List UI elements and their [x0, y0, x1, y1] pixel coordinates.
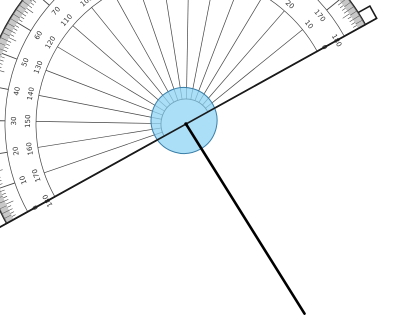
scale-label-outer: 30	[10, 116, 18, 125]
scale-label-outer: 20	[11, 146, 20, 156]
scale-label-outer: 40	[12, 86, 22, 96]
protractor: 0102030405060708090100110120130140150160…	[0, 0, 391, 255]
scale-label-inner: 150	[24, 114, 32, 128]
measured-ray	[186, 124, 304, 314]
protractor-frame: 0102030405060708090100110120130140150160…	[0, 0, 391, 255]
